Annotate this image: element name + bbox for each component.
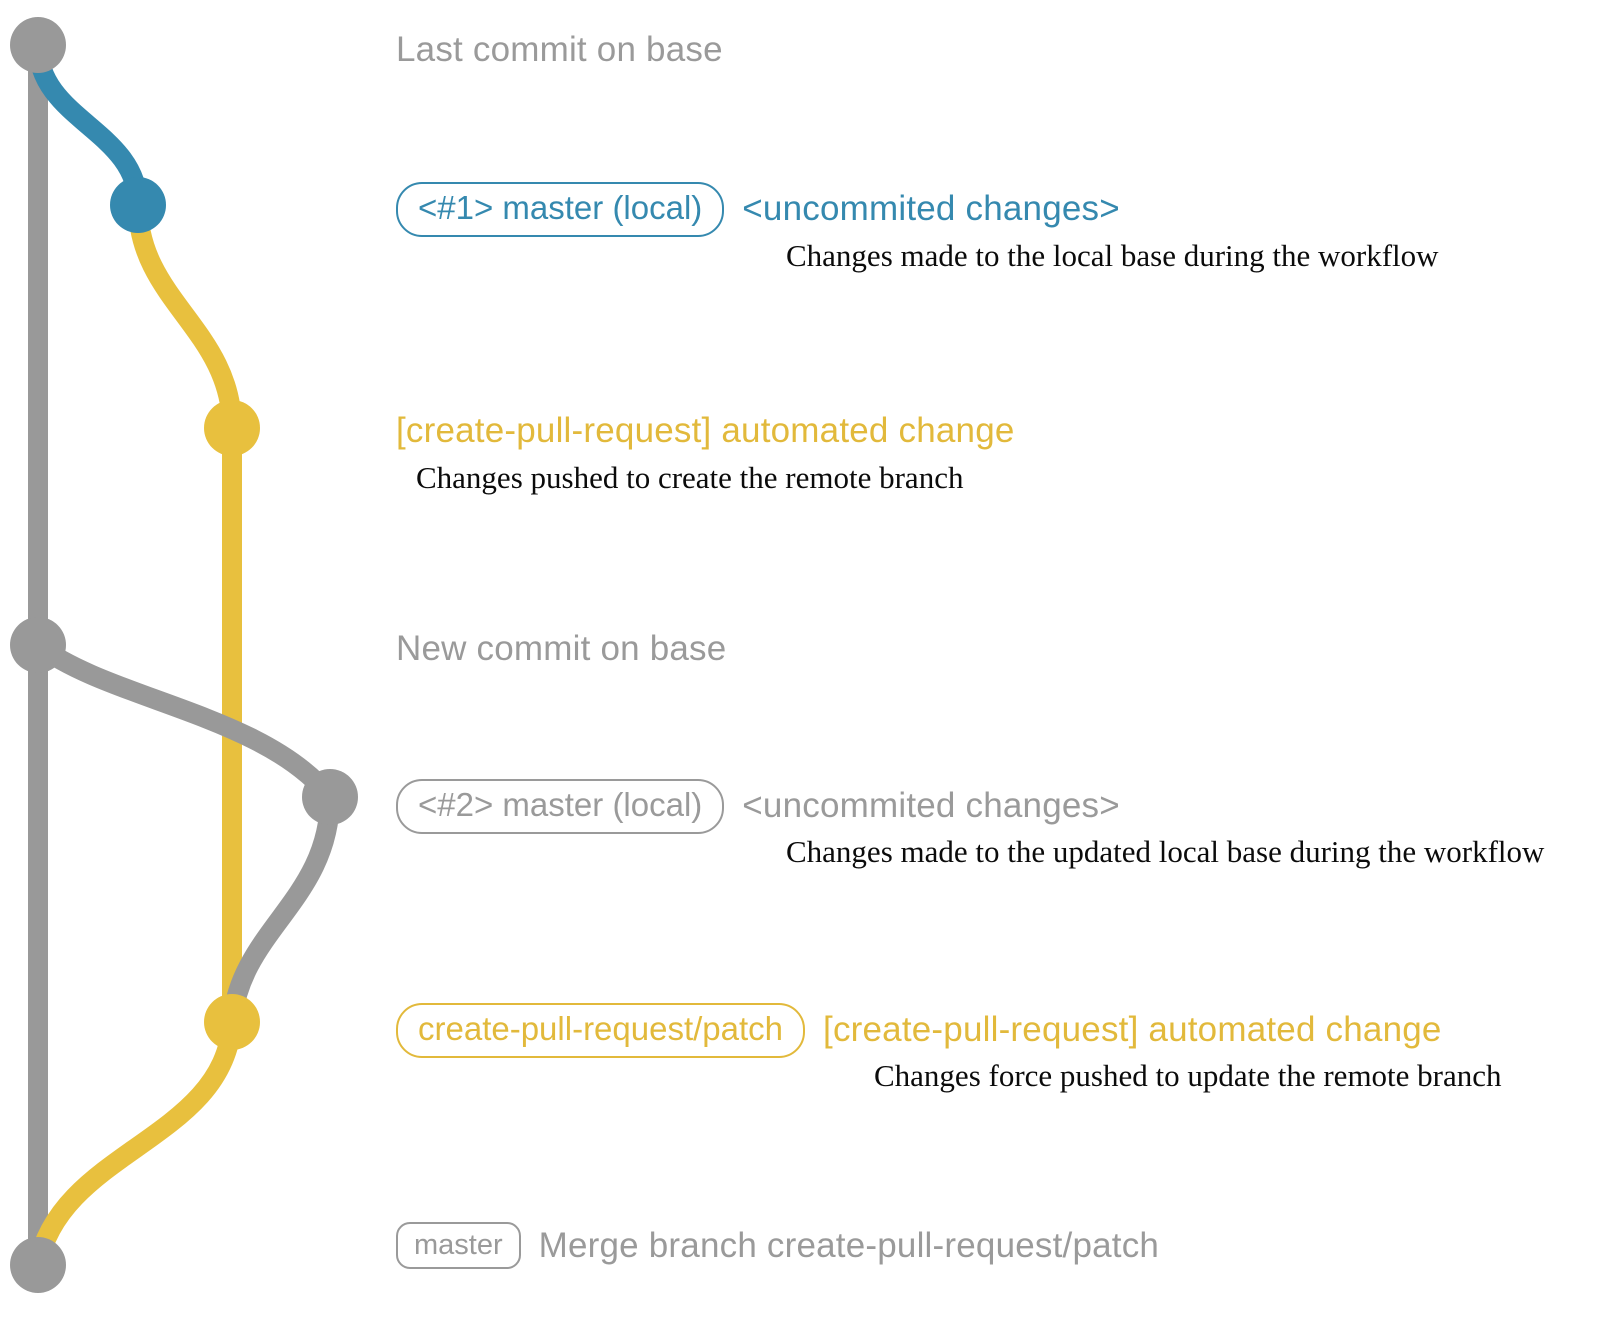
edge-base1-to-local1: [28, 35, 148, 215]
commit-subject-new-commit-on-base: New commit on base: [396, 629, 727, 668]
commit-subject-last-commit-on-base: Last commit on base: [396, 30, 723, 69]
commit-description-patch-2: Changes force pushed to update the remot…: [874, 1058, 1502, 1093]
commit-subject-patch-2: [create-pull-request] automated change: [823, 1010, 1442, 1050]
edge-local1-to-patch1: [128, 195, 242, 438]
commit-description-local-2: Changes made to the updated local base d…: [786, 834, 1545, 869]
commit-node-base-2[interactable]: [10, 617, 66, 673]
commit-subject-merge: Merge branch create-pull-request/patch: [538, 1225, 1160, 1265]
branch-badge-local-2[interactable]: <#2> master (local): [396, 779, 725, 834]
commit-node-base-1[interactable]: [10, 17, 66, 73]
commit-node-patch-1[interactable]: [204, 400, 260, 456]
commit-description-local-1: Changes made to the local base during th…: [786, 238, 1439, 273]
commit-subject-local-2: <uncommited changes>: [742, 786, 1120, 826]
commit-row-patch-2: create-pull-request/patch [create-pull-r…: [396, 1003, 1442, 1058]
commit-row-local-2: <#2> master (local) <uncommited changes>: [396, 779, 1120, 834]
edge-patch2-to-merge: [28, 1012, 242, 1275]
commit-subject-patch-1: [create-pull-request] automated change: [396, 411, 1015, 450]
commit-node-local-2[interactable]: [302, 769, 358, 825]
commit-node-patch-2[interactable]: [204, 994, 260, 1050]
commit-row-merge: master Merge branch create-pull-request/…: [396, 1222, 1160, 1270]
branch-badge-local-1[interactable]: <#1> master (local): [396, 182, 725, 237]
branch-badge-master[interactable]: master: [396, 1222, 521, 1270]
commit-node-local-1[interactable]: [110, 177, 166, 233]
edge-local2-to-patch2: [222, 787, 340, 1032]
commit-row-new-commit-on-base: New commit on base: [396, 629, 726, 669]
commit-subject-local-1: <uncommited changes>: [742, 189, 1120, 229]
edge-base2-to-local2: [28, 635, 340, 807]
branch-badge-patch-2[interactable]: create-pull-request/patch: [396, 1003, 806, 1058]
commit-row-local-1: <#1> master (local) <uncommited changes>: [396, 182, 1120, 237]
commit-row-last-commit-on-base: Last commit on base: [396, 30, 723, 70]
commit-description-patch-1: Changes pushed to create the remote bran…: [416, 460, 964, 495]
commit-node-merge[interactable]: [10, 1237, 66, 1293]
commit-row-patch-1: [create-pull-request] automated change: [396, 411, 1015, 451]
